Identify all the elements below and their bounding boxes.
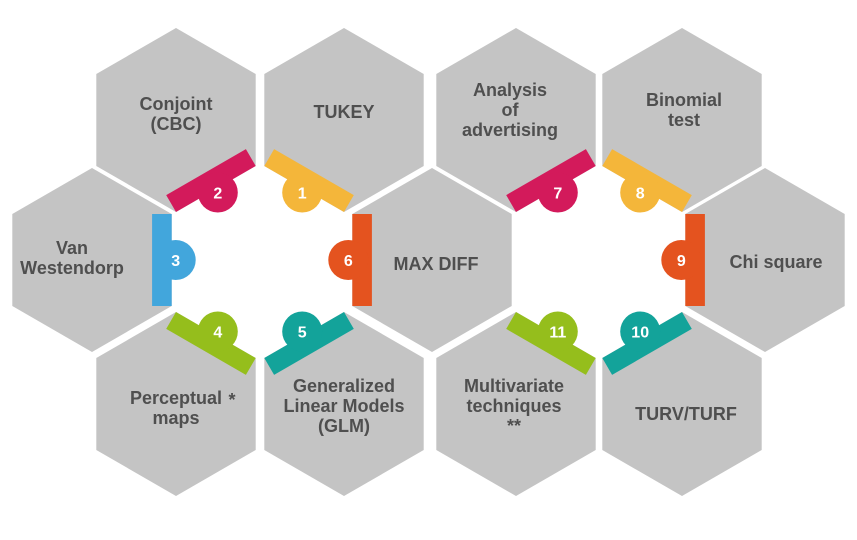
turv-turf-hexagon bbox=[602, 312, 762, 496]
tukey-number: 1 bbox=[298, 186, 307, 203]
perceptual-maps-footnote-mark: * bbox=[228, 390, 235, 410]
perceptual-maps-hexagon bbox=[96, 312, 256, 496]
analysis-of-advertising-label-line: advertising bbox=[462, 120, 558, 140]
turv-turf-number-tab: 10 bbox=[602, 311, 692, 375]
multivariate-techniques-label-line: Multivariate bbox=[464, 376, 564, 396]
max-diff-label-line: MAX DIFF bbox=[394, 254, 479, 274]
conjoint-number-tab: 2 bbox=[166, 149, 256, 213]
turv-turf-number-badge bbox=[620, 311, 661, 352]
binomial-test-hexagon bbox=[602, 28, 762, 212]
glm-number-tab: 5 bbox=[264, 311, 354, 375]
glm-hexagon bbox=[264, 312, 424, 496]
max-diff-number: 6 bbox=[344, 253, 353, 270]
perceptual-maps-label-line: maps bbox=[152, 408, 199, 428]
conjoint-label-line: (CBC) bbox=[151, 114, 202, 134]
tukey-number-badge bbox=[282, 172, 323, 213]
tukey-hexagon bbox=[264, 28, 424, 212]
glm-label-line: (GLM) bbox=[318, 416, 370, 436]
binomial-test-number-badge bbox=[620, 172, 661, 213]
van-westendorp-number-tab: 3 bbox=[152, 214, 196, 306]
glm-label-line: Generalized bbox=[293, 376, 395, 396]
glm-label-line: Linear Models bbox=[283, 396, 404, 416]
chi-square-number-badge bbox=[661, 240, 702, 280]
turv-turf-number: 10 bbox=[631, 325, 649, 342]
max-diff-number-badge bbox=[328, 240, 369, 280]
multivariate-techniques-hexagon bbox=[436, 312, 596, 496]
chi-square-number: 9 bbox=[677, 253, 686, 270]
hexagon-layer bbox=[12, 28, 845, 496]
van-westendorp-label-line: Van bbox=[56, 238, 88, 258]
number-tab-layer: 2 1 7 8 3 6 9 4 5 11 10 bbox=[152, 149, 705, 375]
max-diff-hexagon bbox=[352, 168, 512, 352]
van-westendorp-number: 3 bbox=[171, 253, 180, 270]
analysis-of-advertising-label-line: Analysis bbox=[473, 80, 547, 100]
multivariate-techniques-number-badge bbox=[537, 311, 578, 352]
perceptual-maps-number: 4 bbox=[213, 325, 222, 342]
perceptual-maps-number-badge bbox=[197, 311, 238, 352]
glm-number-badge bbox=[282, 311, 323, 352]
conjoint-hexagon bbox=[96, 28, 256, 212]
binomial-test-number-tab: 8 bbox=[602, 149, 692, 213]
chi-square-number-tab: 9 bbox=[661, 214, 705, 306]
analysis-of-advertising-number-tab: 7 bbox=[506, 149, 596, 213]
van-westendorp-number-badge bbox=[155, 240, 196, 280]
perceptual-maps-number-tab: 4 bbox=[166, 311, 256, 375]
chi-square-hexagon bbox=[685, 168, 845, 352]
binomial-test-label-line: Binomial bbox=[646, 90, 722, 110]
perceptual-maps-label-line: Perceptual bbox=[130, 388, 222, 408]
van-westendorp-label-line: Westendorp bbox=[20, 258, 124, 278]
conjoint-number-badge bbox=[197, 172, 238, 213]
turv-turf-label-line: TURV/TURF bbox=[635, 404, 737, 424]
chi-square-label-line: Chi square bbox=[729, 252, 822, 272]
multivariate-techniques-label-line: ** bbox=[507, 416, 521, 436]
multivariate-techniques-number-tab: 11 bbox=[506, 311, 596, 375]
conjoint-number: 2 bbox=[213, 186, 222, 203]
van-westendorp-hexagon bbox=[12, 168, 172, 352]
analysis-of-advertising-number: 7 bbox=[553, 186, 562, 203]
analysis-of-advertising-number-badge bbox=[537, 172, 578, 213]
glm-number: 5 bbox=[298, 325, 307, 342]
analysis-of-advertising-hexagon bbox=[436, 28, 596, 212]
tukey-label-line: TUKEY bbox=[313, 102, 374, 122]
multivariate-techniques-label-line: techniques bbox=[466, 396, 561, 416]
max-diff-number-tab: 6 bbox=[328, 214, 372, 306]
multivariate-techniques-number: 11 bbox=[549, 325, 566, 342]
binomial-test-number: 8 bbox=[636, 186, 645, 203]
binomial-test-label-line: test bbox=[668, 110, 700, 130]
conjoint-label-line: Conjoint bbox=[140, 94, 213, 114]
tukey-number-tab: 1 bbox=[264, 149, 354, 213]
analysis-of-advertising-label-line: of bbox=[502, 100, 520, 120]
